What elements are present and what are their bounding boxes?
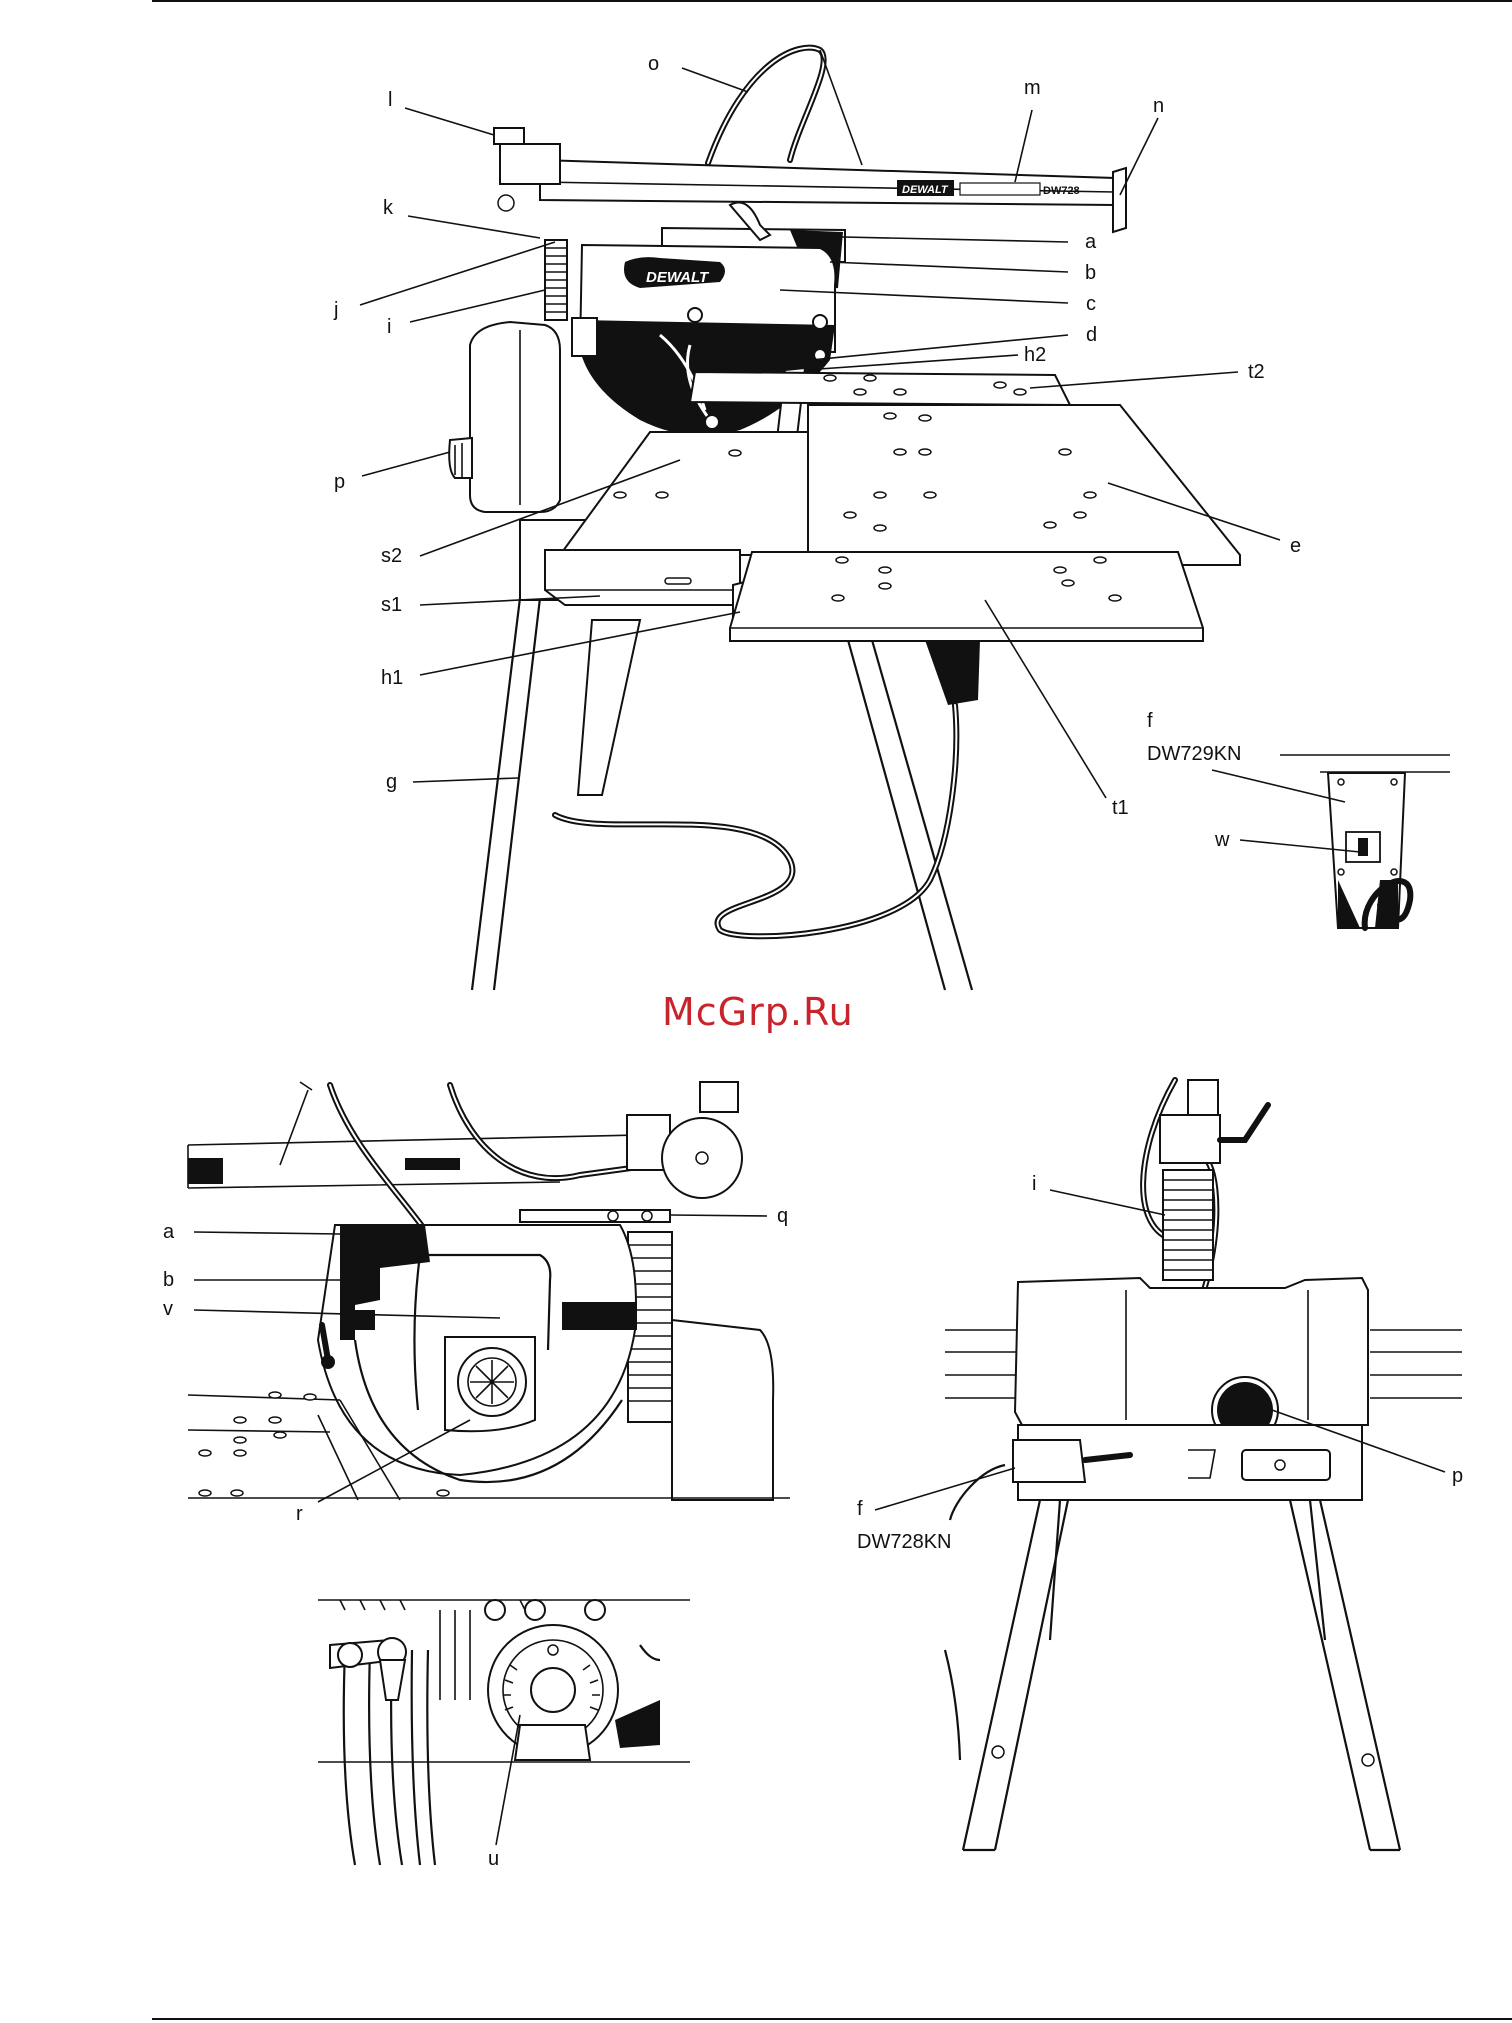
column-bellows (545, 240, 567, 320)
label-p: p (334, 471, 345, 493)
inset-model: DW729KN (1147, 743, 1241, 765)
scale-label-u: u (488, 1848, 499, 1870)
guard-label-q: q (777, 1205, 788, 1227)
arm-brand-logo: DEWALT (902, 184, 949, 196)
column-label-i: i (1032, 1173, 1036, 1195)
watermark: McGrp.Ru (662, 990, 854, 1034)
label-f: f (1147, 710, 1153, 732)
motor-brand-logo: DEWALT (646, 269, 710, 286)
column-label-p: p (1452, 1465, 1463, 1487)
motor-knob (449, 438, 472, 478)
guard-label-v: v (163, 1298, 173, 1320)
label-t2: t2 (1248, 361, 1265, 383)
front-table-t1 (730, 552, 1203, 641)
front-table-s2 (560, 432, 808, 555)
radial-arm: DEWALT DW728 (494, 128, 1126, 232)
figure-guard-detail: a b v q r (163, 1082, 790, 1525)
figure-scale-detail: u (318, 1600, 690, 1870)
power-cord (555, 705, 956, 936)
label-g: g (386, 771, 397, 793)
motor-housing (470, 322, 560, 512)
overhead-cord (708, 48, 824, 163)
label-c: c (1086, 293, 1096, 315)
switch-box-inset: DW729KN (1147, 743, 1450, 928)
label-l: l (388, 89, 392, 111)
guard-label-r: r (296, 1503, 303, 1525)
label-n: n (1153, 95, 1164, 117)
column-label-f: f (857, 1498, 863, 1520)
label-b: b (1085, 262, 1096, 284)
label-s2: s2 (381, 545, 402, 567)
label-a: a (1085, 231, 1097, 253)
label-d: d (1086, 324, 1097, 346)
label-s1: s1 (381, 594, 402, 616)
arm-model-plate: DW728 (1043, 185, 1080, 197)
label-o: o (648, 53, 659, 75)
label-h1: h1 (381, 667, 403, 689)
figure-column-detail: i p f DW728KN (857, 1080, 1463, 1850)
label-i: i (387, 316, 391, 338)
label-j: j (333, 299, 338, 321)
label-k: k (383, 197, 394, 219)
guard-label-b: b (163, 1269, 174, 1291)
guard-label-a: a (163, 1221, 175, 1243)
column-model: DW728KN (857, 1531, 951, 1553)
label-e: e (1290, 535, 1301, 557)
label-w: w (1214, 829, 1230, 851)
label-m: m (1024, 77, 1041, 99)
label-h2: h2 (1024, 344, 1046, 366)
rear-table-t2 (690, 372, 1070, 405)
figure-main-saw: DEWALT DW728 DEWALT (333, 48, 1450, 990)
label-t1: t1 (1112, 797, 1129, 819)
side-table-e (808, 405, 1240, 565)
